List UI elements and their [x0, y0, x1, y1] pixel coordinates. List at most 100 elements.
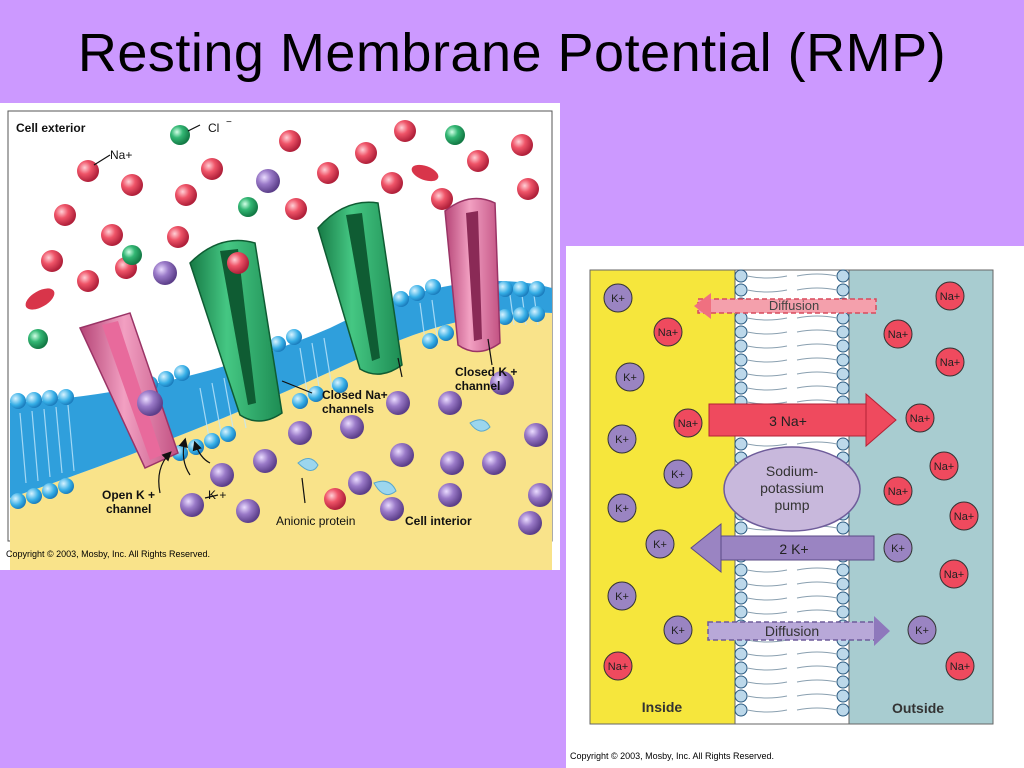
- label-na-ion: Na+: [110, 148, 132, 162]
- na-ion-circle: [939, 559, 969, 589]
- membrane-head: [836, 367, 850, 381]
- ion-clusters: [25, 164, 439, 310]
- label-inside: Inside: [642, 699, 683, 715]
- membrane-tail: [746, 595, 838, 601]
- right-copyright: Copyright © 2003, Mosby, Inc. All Rights…: [570, 751, 775, 761]
- k-ion-circle: [663, 459, 693, 489]
- membrane-head: [734, 437, 748, 451]
- membrane-tail: [746, 329, 838, 335]
- label-pump-line2: potassium: [760, 480, 824, 496]
- na-ion: Na+: [883, 476, 913, 506]
- membrane-head: [836, 703, 850, 717]
- na-ion-circle: [883, 476, 913, 506]
- k-ion-label: K+: [653, 539, 667, 551]
- membrane-tail: [746, 707, 838, 713]
- k-ion-circle: [907, 615, 937, 645]
- membrane-head: [734, 283, 748, 297]
- membrane-head: [734, 661, 748, 675]
- membrane-channels-figure: Cell exterior Na+ Closed Na+ channels Cl…: [0, 103, 560, 573]
- k-ion-circle: [883, 533, 913, 563]
- k-ion: K+: [645, 529, 675, 559]
- membrane-tail: [746, 651, 838, 657]
- membrane-tail: [746, 441, 838, 447]
- membrane-head: [734, 605, 748, 619]
- na-ion-label: Na+: [608, 661, 629, 673]
- k-ion-label: K+: [891, 543, 905, 555]
- membrane-channels-diagram: Cell exterior Na+ Closed Na+ channels Cl…: [0, 103, 560, 573]
- k-ion-circle: [603, 283, 633, 313]
- k-ion-label: K+: [611, 293, 625, 305]
- cell-interior-region: [10, 312, 552, 573]
- pump-diagram: K+Na+K+Na+K+K+K+K+K+K+Na+Na+Na+Na+Na+Na+…: [566, 246, 1024, 748]
- na-ion: Na+: [935, 347, 965, 377]
- k-ions-interior: [180, 371, 552, 535]
- k-ion: K+: [607, 493, 637, 523]
- k-ion-circle: [607, 493, 637, 523]
- na-ion: Na+: [883, 319, 913, 349]
- membrane-head: [734, 675, 748, 689]
- na-ion-label: Na+: [888, 486, 909, 498]
- membrane-head: [836, 269, 850, 283]
- membrane-head: [734, 269, 748, 283]
- k-ion: K+: [607, 581, 637, 611]
- k-ion: K+: [663, 459, 693, 489]
- k-ion-label: K+: [915, 625, 929, 637]
- membrane-head: [836, 437, 850, 451]
- na-ion: Na+: [673, 408, 703, 438]
- na-ion: Na+: [653, 317, 683, 347]
- ions: K+Na+K+Na+K+K+K+K+K+K+Na+Na+Na+Na+Na+Na+…: [603, 281, 979, 681]
- k-ion-circle: [607, 424, 637, 454]
- label-anionic-protein: Anionic protein: [276, 514, 355, 528]
- three-na-arrow: [708, 392, 897, 448]
- k-ion-circle: [615, 362, 645, 392]
- k-ion: K+: [603, 283, 633, 313]
- na-ion-circle: [935, 281, 965, 311]
- membrane-head: [734, 563, 748, 577]
- label-cell-interior: Cell interior: [405, 514, 472, 528]
- label-pump-line3: pump: [774, 497, 809, 513]
- membrane-head: [734, 703, 748, 717]
- label-three-na: 3 Na+: [769, 413, 807, 429]
- membrane-tail: [746, 693, 838, 699]
- membrane-tail: [746, 679, 838, 685]
- membrane-head: [836, 353, 850, 367]
- k-ion-circle: [663, 615, 693, 645]
- na-ion-circle: [929, 451, 959, 481]
- label-pump-line1: Sodium-: [766, 463, 818, 479]
- na-ion: Na+: [929, 451, 959, 481]
- k-ion-label: K+: [615, 434, 629, 446]
- label-diffusion-bottom: Diffusion: [765, 623, 819, 639]
- membrane-head: [836, 647, 850, 661]
- na-ion: Na+: [935, 281, 965, 311]
- na-ion-label: Na+: [934, 461, 955, 473]
- na-ion-label: Na+: [888, 329, 909, 341]
- label-closed-k-channel-line1: Closed K +: [455, 365, 517, 379]
- membrane-tail: [746, 385, 838, 391]
- label-k-ion: K +: [208, 488, 226, 502]
- membrane-tail: [746, 315, 838, 321]
- na-ion-circle: [883, 319, 913, 349]
- membrane-head: [734, 647, 748, 661]
- membrane-tail: [746, 343, 838, 349]
- sodium-potassium-pump: [723, 446, 861, 532]
- leader-lines: [93, 124, 493, 504]
- label-outside: Outside: [892, 700, 944, 716]
- two-k-arrow: [690, 522, 875, 574]
- membrane-tail: [746, 665, 838, 671]
- na-ion-label: Na+: [940, 291, 961, 303]
- na-ion: Na+: [945, 651, 975, 681]
- label-closed-na-channels-line2: channels: [322, 402, 374, 416]
- k-ion: K+: [615, 362, 645, 392]
- membrane-tail: [746, 567, 838, 573]
- k-ion-circle: [645, 529, 675, 559]
- membrane-head: [734, 591, 748, 605]
- na-ion: Na+: [905, 403, 935, 433]
- k-ion-circle: [607, 581, 637, 611]
- cl-ions-exterior: [28, 125, 465, 349]
- membrane-tail: [746, 357, 838, 363]
- na-ion-circle: [935, 347, 965, 377]
- membrane-head: [734, 689, 748, 703]
- closed-na-channel-1: [189, 239, 283, 422]
- membrane-head: [836, 381, 850, 395]
- membrane-head: [734, 339, 748, 353]
